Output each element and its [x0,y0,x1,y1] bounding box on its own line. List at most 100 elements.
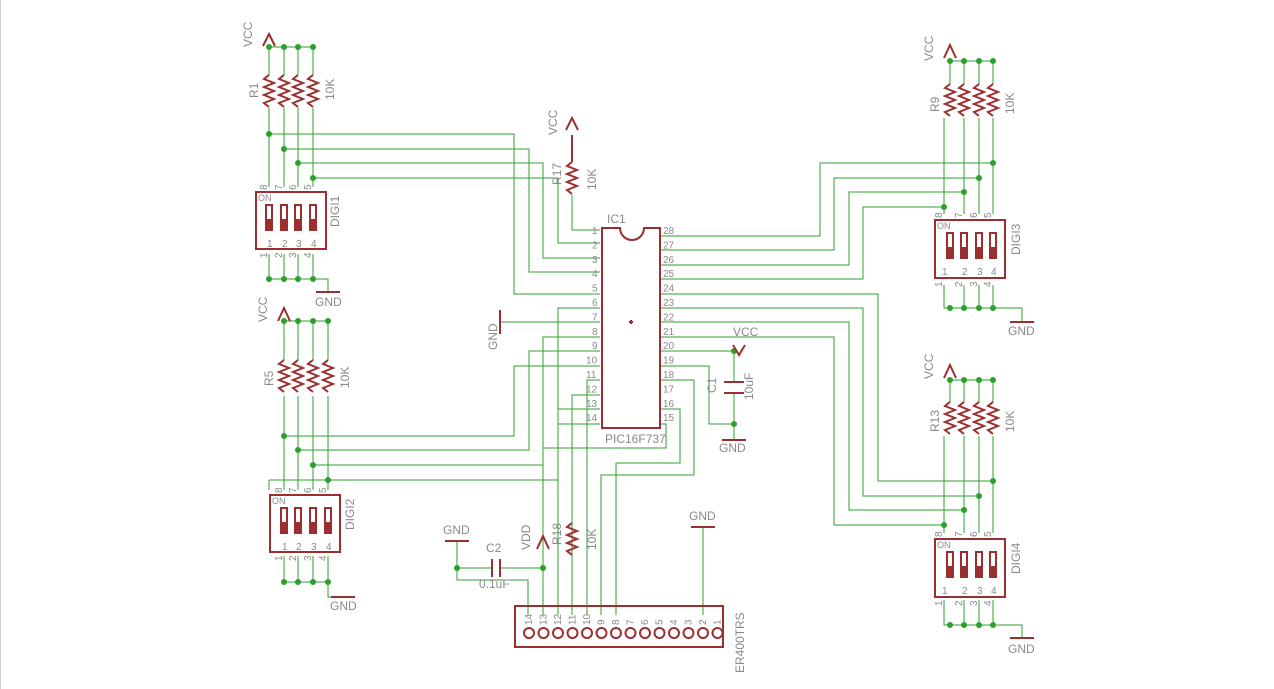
ic-pin-1: 1 [592,226,598,237]
lcd-pin-8: 8 [611,619,622,625]
lcd-pin-1: 1 [713,619,724,625]
dip2-pin-3: 3 [303,555,314,561]
lcd-hole-11 [566,627,579,639]
lcd-pin-13: 13 [539,613,550,625]
dip4-inner-2: 2 [962,586,968,597]
lcd-pin-2: 2 [698,619,709,625]
label-r17-value: 10K [585,169,599,190]
dip3-inner-1: 1 [942,267,948,278]
ic-pin-10: 10 [586,356,598,367]
dip4-pin-4: 4 [983,600,994,606]
lcd-pin-holes [523,627,724,639]
label-r9-value: 10K [1003,93,1017,114]
label-r17: R17 [550,163,564,185]
label-digi4: DIGI4 [1009,542,1023,574]
dip2-pin-6: 6 [303,487,314,493]
label-gnd-3: GND [1008,324,1035,338]
ic-pin-22: 22 [663,312,675,323]
label-gnd-ic: GND [486,323,500,350]
label-vcc-ic: VCC [733,325,759,339]
dip1-pin-3: 3 [288,252,299,258]
lcd-hole-6 [639,627,651,639]
ic-pin-6: 6 [592,298,598,309]
ic-pin-25: 25 [663,269,675,280]
dip4-pin-5: 5 [983,531,994,537]
junction-dots [266,44,996,628]
dip-switch-digi2 [269,494,341,553]
label-c1-value: 10uF [742,373,756,400]
ic-pin-16: 16 [663,399,675,410]
dip2-pin-4: 4 [318,555,329,561]
label-gnd-c1: GND [719,441,746,455]
lcd-hole-1 [711,627,724,639]
lcd-pin-5: 5 [655,619,666,625]
dip1-pin-7: 7 [274,184,285,190]
dip3-pin-4: 4 [983,281,994,287]
label-gnd-2: GND [330,599,357,613]
lcd-hole-10 [581,627,593,639]
dip2-inner-3: 3 [311,542,317,553]
label-gnd-1: GND [315,295,342,309]
label-r1: R1 [247,82,261,98]
ic-pin-26: 26 [663,255,675,266]
label-r18-value: 10K [585,529,599,550]
label-vcc-3: VCC [546,109,560,135]
ic-pin-12: 12 [586,384,598,395]
lcd-pin-10: 10 [582,613,593,625]
lcd-hole-2 [697,627,709,639]
dip3-pin-5: 5 [983,212,994,218]
lcd-hole-4 [668,627,680,639]
ic-pin-19: 19 [663,356,675,367]
label-r13: R13 [928,410,942,432]
ic-pin-28: 28 [663,226,675,237]
ic-pin-20: 20 [663,341,675,352]
label-r1-value: 10K [323,79,337,100]
pin-numbers: 1234567891011121314282726252423222120191… [259,184,997,625]
label-gnd-lcd: GND [689,509,716,523]
label-r5: R5 [262,370,276,386]
label-c2-value: 0.1uF [479,577,510,591]
lcd-hole-5 [653,627,666,639]
label-digi1: DIGI1 [328,195,342,227]
dip2-pin-7: 7 [288,487,299,493]
dip4-inner-3: 3 [977,586,983,597]
label-on-digi4: ON [937,540,951,550]
ic-pin-2: 2 [592,240,598,251]
label-lcd: ER400TRS [733,612,747,673]
lcd-pin-4: 4 [669,619,680,625]
capacitor-c1 [724,381,744,394]
resistor-network-r1 [261,74,321,108]
lcd-pin-9: 9 [597,619,608,625]
label-r5-value: 10K [338,367,352,388]
ic-pin-14: 14 [586,413,598,424]
label-digi2: DIGI2 [343,498,357,530]
lcd-hole-8 [610,627,622,639]
label-on-digi3: ON [937,221,951,231]
ic-pin-8: 8 [592,327,598,338]
wires [268,46,1023,638]
label-digi3: DIGI3 [1009,223,1023,255]
label-r18: R18 [550,523,564,545]
dip1-pin-6: 6 [288,184,299,190]
dip3-pin-6: 6 [969,212,980,218]
dip3-pin-2: 2 [954,281,965,287]
dip2-pin-1: 1 [274,555,285,561]
dip-switch-digi4 [934,538,1006,598]
lcd-hole-14 [523,627,535,639]
ic-pin-4: 4 [592,269,598,280]
dip3-inner-2: 2 [962,267,968,278]
label-ic1: IC1 [607,212,626,226]
lcd-hole-7 [624,627,637,639]
label-vcc-1: VCC [241,21,255,47]
label-on-digi1: ON [258,193,272,203]
dip2-pin-8: 8 [274,487,285,493]
dip4-pin-8: 8 [934,531,945,537]
ic-pin-18: 18 [663,370,675,381]
dip4-inner-1: 1 [942,586,948,597]
label-vdd: VDD [519,524,533,550]
label-ic1-part: PIC16F737 [605,432,666,446]
label-c2: C2 [486,541,502,555]
dip1-inner-4: 4 [311,239,317,250]
lcd-connector-er400trs [514,605,724,648]
lcd-pin-7: 7 [626,619,637,625]
